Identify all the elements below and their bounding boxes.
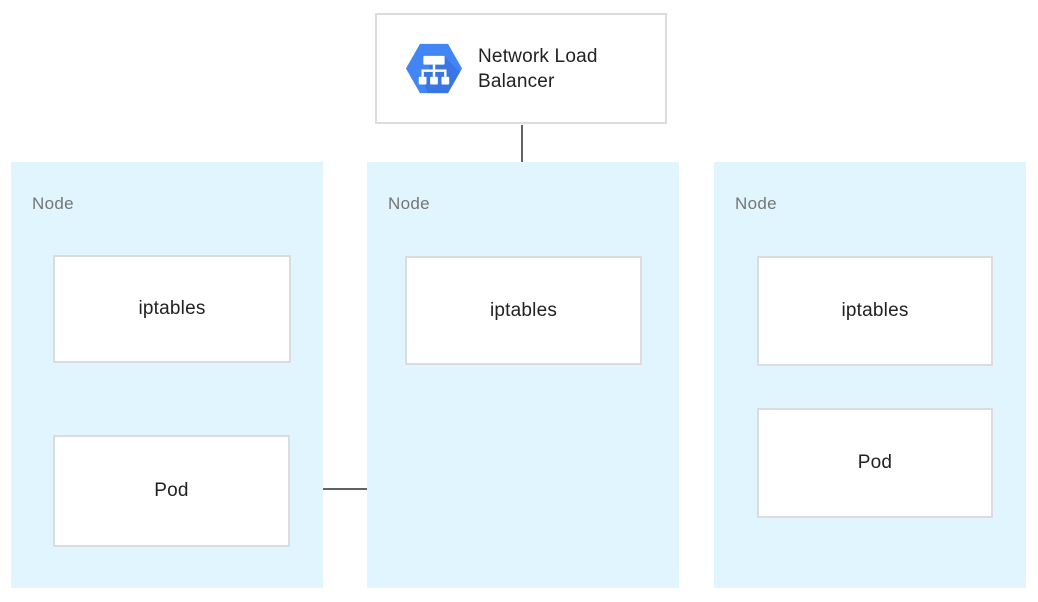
node-2: Node iptables	[367, 162, 679, 588]
node-2-label: Node	[388, 194, 430, 213]
node-3: Node iptables Pod	[714, 162, 1026, 588]
node-3-iptables-box: iptables	[757, 256, 993, 366]
node-1-label: Node	[32, 194, 74, 213]
node-3-pod-box: Pod	[757, 408, 993, 518]
node-3-label: Node	[735, 194, 777, 213]
node-1-iptables-box: iptables	[53, 255, 291, 363]
node-2-iptables-box: iptables	[405, 256, 642, 365]
network-load-balancer-box: Network Load Balancer	[375, 13, 667, 124]
network-load-balancer-icon	[405, 43, 463, 94]
node-1-pod-box: Pod	[53, 435, 290, 547]
node-1: Node iptables Pod	[11, 162, 323, 588]
network-load-balancer-label: Network Load Balancer	[478, 45, 598, 92]
